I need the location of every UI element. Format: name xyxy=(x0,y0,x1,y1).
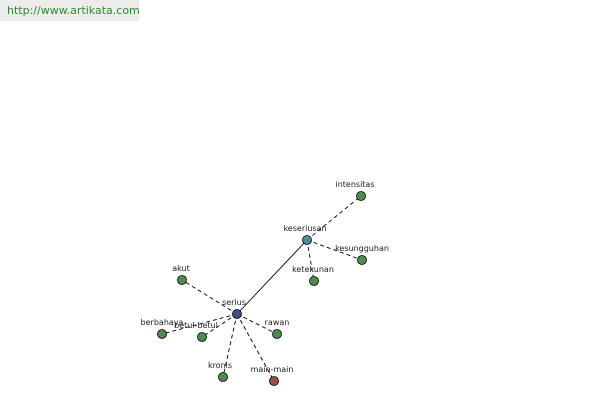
edge-serius-keseriusan xyxy=(236,239,308,315)
node-intensitas[interactable]: intensitas xyxy=(335,180,375,201)
edge-serius-main-main xyxy=(236,313,275,382)
edge-serius-akut xyxy=(181,279,238,315)
node-circle-ketekunan[interactable] xyxy=(309,276,319,286)
edge-serius-kronis xyxy=(222,313,238,378)
edge-keseriusan-intensitas xyxy=(306,195,362,241)
node-ketekunan[interactable]: ketekunan xyxy=(292,265,334,286)
node-label-rawan: rawan xyxy=(265,318,290,327)
node-circle-main-main[interactable] xyxy=(269,376,279,386)
edges-layer xyxy=(161,195,363,382)
node-circle-serius[interactable] xyxy=(232,309,242,319)
node-circle-rawan[interactable] xyxy=(272,329,282,339)
node-label-akut: akut xyxy=(172,264,190,273)
node-circle-intensitas[interactable] xyxy=(356,191,366,201)
edge-serius-rawan xyxy=(236,313,278,335)
edge-keseriusan-ketekunan xyxy=(306,239,315,282)
node-main-main[interactable]: main-main xyxy=(251,365,294,386)
node-label-keseriusan: keseriusan xyxy=(283,224,326,233)
site-url-label[interactable]: http://www.artikata.com xyxy=(0,0,140,21)
node-circle-berbahaya[interactable] xyxy=(157,329,167,339)
node-akut[interactable]: akut xyxy=(172,264,190,285)
edge-keseriusan-kesungguhan xyxy=(306,239,363,261)
node-keseriusan[interactable]: keseriusan xyxy=(283,224,327,245)
node-label-main-main: main-main xyxy=(251,365,294,374)
node-kesungguhan[interactable]: kesungguhan xyxy=(335,244,389,265)
edge-serius-berbahaya xyxy=(161,313,238,335)
node-circle-kesungguhan[interactable] xyxy=(357,255,367,265)
node-berbahaya[interactable]: berbahaya xyxy=(141,318,184,339)
node-label-kesungguhan: kesungguhan xyxy=(335,244,389,253)
node-label-berbahaya: berbahaya xyxy=(141,318,184,327)
node-circle-akut[interactable] xyxy=(177,275,187,285)
node-label-ketekunan: ketekunan xyxy=(292,265,334,274)
node-label-kronis: kronis xyxy=(208,361,232,370)
nodes-layer: intensitas keseriusan kesungguhan ketekunan… xyxy=(141,180,389,386)
node-circle-betul-betul[interactable] xyxy=(197,332,207,342)
node-kronis[interactable]: kronis xyxy=(208,361,232,382)
node-betul-betul[interactable]: betul-betul xyxy=(174,321,218,342)
node-circle-kronis[interactable] xyxy=(218,372,228,382)
node-serius[interactable]: serius xyxy=(222,298,246,319)
node-circle-keseriusan[interactable] xyxy=(302,235,312,245)
node-rawan[interactable]: rawan xyxy=(265,318,290,339)
node-label-intensitas: intensitas xyxy=(335,180,374,189)
node-label-serius: serius xyxy=(222,298,246,307)
node-label-betul-betul: betul-betul xyxy=(174,321,218,330)
